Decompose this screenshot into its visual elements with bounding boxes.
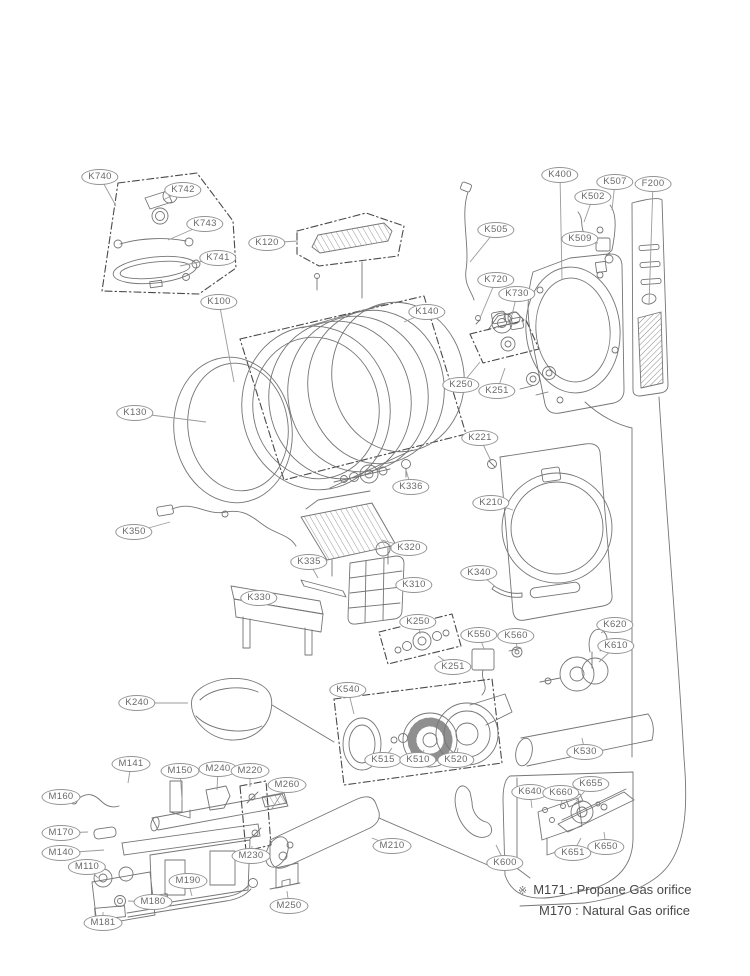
part-callout-K742: K742: [164, 182, 202, 198]
part-callout-K507: K507: [596, 174, 634, 190]
part-callout-K251: K251: [434, 659, 472, 675]
blower-kit-artwork: [333, 678, 513, 786]
part-callout-K620: K620: [596, 617, 634, 633]
part-callout-K140: K140: [408, 304, 446, 320]
orifice-note: ※ M171 : Propane Gas orifice M170 : Natu…: [518, 880, 691, 921]
part-callout-K310: K310: [395, 577, 433, 593]
part-callout-K320: K320: [390, 540, 428, 556]
part-callout-K655: K655: [572, 776, 610, 792]
part-callout-K502: K502: [574, 189, 612, 205]
part-callout-K651: K651: [554, 845, 592, 861]
part-callout-K100: K100: [200, 294, 238, 310]
console-artwork: [191, 678, 335, 743]
duct-artwork: [347, 555, 405, 625]
drum-artwork: [239, 295, 467, 491]
part-callout-K330: K330: [240, 590, 278, 606]
orifice-note-line-1: ※ M171 : Propane Gas orifice: [518, 880, 691, 901]
part-callout-K251: K251: [478, 383, 516, 399]
rear-bulkhead-artwork: [525, 253, 625, 414]
part-callout-M140: M140: [41, 845, 81, 861]
part-callout-M181: M181: [83, 915, 123, 931]
part-callout-K730: K730: [498, 286, 536, 302]
drum-shaft-artwork: [333, 459, 411, 484]
screw-artwork: [487, 459, 497, 469]
motor-artwork: [539, 628, 609, 692]
part-callout-K250: K250: [442, 377, 480, 393]
part-callout-K650: K650: [587, 839, 625, 855]
part-callout-K540: K540: [329, 682, 367, 698]
part-callout-M220: M220: [230, 763, 270, 779]
ground-strip-artwork: [491, 585, 523, 598]
part-callout-K250: K250: [399, 614, 437, 630]
part-callout-K336: K336: [392, 479, 430, 495]
thermostat-artwork: [471, 646, 523, 696]
part-callout-M141: M141: [111, 756, 151, 772]
part-callout-K505: K505: [477, 222, 515, 238]
part-callout-M210: M210: [372, 838, 412, 854]
part-callout-K350: K350: [115, 524, 153, 540]
front-panel-artwork: [499, 443, 613, 621]
burner-funnel-artwork: [265, 796, 491, 890]
part-callout-M170: M170: [41, 825, 81, 841]
orifice-note-line-2: M170 : Natural Gas orifice: [539, 901, 691, 921]
part-callout-M180: M180: [133, 894, 173, 910]
part-callout-K610: K610: [597, 638, 635, 654]
part-callout-K340: K340: [460, 565, 498, 581]
orifice-note-text-2: M170 : Natural Gas orifice: [539, 903, 691, 918]
part-callout-M110: M110: [67, 859, 107, 875]
orifice-note-text-1: M171 : Propane Gas orifice: [533, 882, 692, 897]
part-callout-K240: K240: [118, 695, 156, 711]
part-callout-K560: K560: [497, 628, 535, 644]
part-callout-K550: K550: [460, 627, 498, 643]
part-callout-K509: K509: [561, 231, 599, 247]
part-callout-M250: M250: [269, 898, 309, 914]
part-callout-K210: K210: [472, 495, 510, 511]
part-callout-M160: M160: [41, 789, 81, 805]
idler-parts-artwork: [475, 310, 525, 331]
part-callout-K740: K740: [81, 169, 119, 185]
part-callout-M190: M190: [168, 873, 208, 889]
part-callout-K400: K400: [541, 167, 579, 183]
part-callout-K221: K221: [461, 430, 499, 446]
part-callout-K120: K120: [248, 235, 286, 251]
part-callout-M150: M150: [160, 763, 200, 779]
part-callout-K510: K510: [399, 752, 437, 768]
part-callout-F200: F200: [634, 176, 672, 192]
part-callout-K335: K335: [290, 554, 328, 570]
door-glass-artwork: [173, 356, 293, 504]
panel-artwork: [230, 585, 324, 656]
part-callout-K600: K600: [486, 855, 524, 871]
cabinet-outline-artwork: [519, 396, 687, 907]
part-callout-K743: K743: [186, 216, 224, 232]
lint-filter-artwork: [296, 212, 405, 299]
part-callout-K520: K520: [437, 752, 475, 768]
part-callout-K515: K515: [364, 752, 402, 768]
part-callout-K530: K530: [566, 744, 604, 760]
roller-kit-top-artwork: [469, 311, 556, 396]
wire-harness-artwork: [156, 504, 297, 547]
part-callout-K130: K130: [116, 405, 154, 421]
side-grille-panel-artwork: [631, 198, 669, 397]
part-callout-M260: M260: [267, 777, 307, 793]
part-callout-K741: K741: [199, 250, 237, 266]
felt-strip-artwork: [300, 579, 347, 598]
reference-mark: ※: [518, 885, 528, 897]
part-callout-M230: M230: [231, 848, 271, 864]
